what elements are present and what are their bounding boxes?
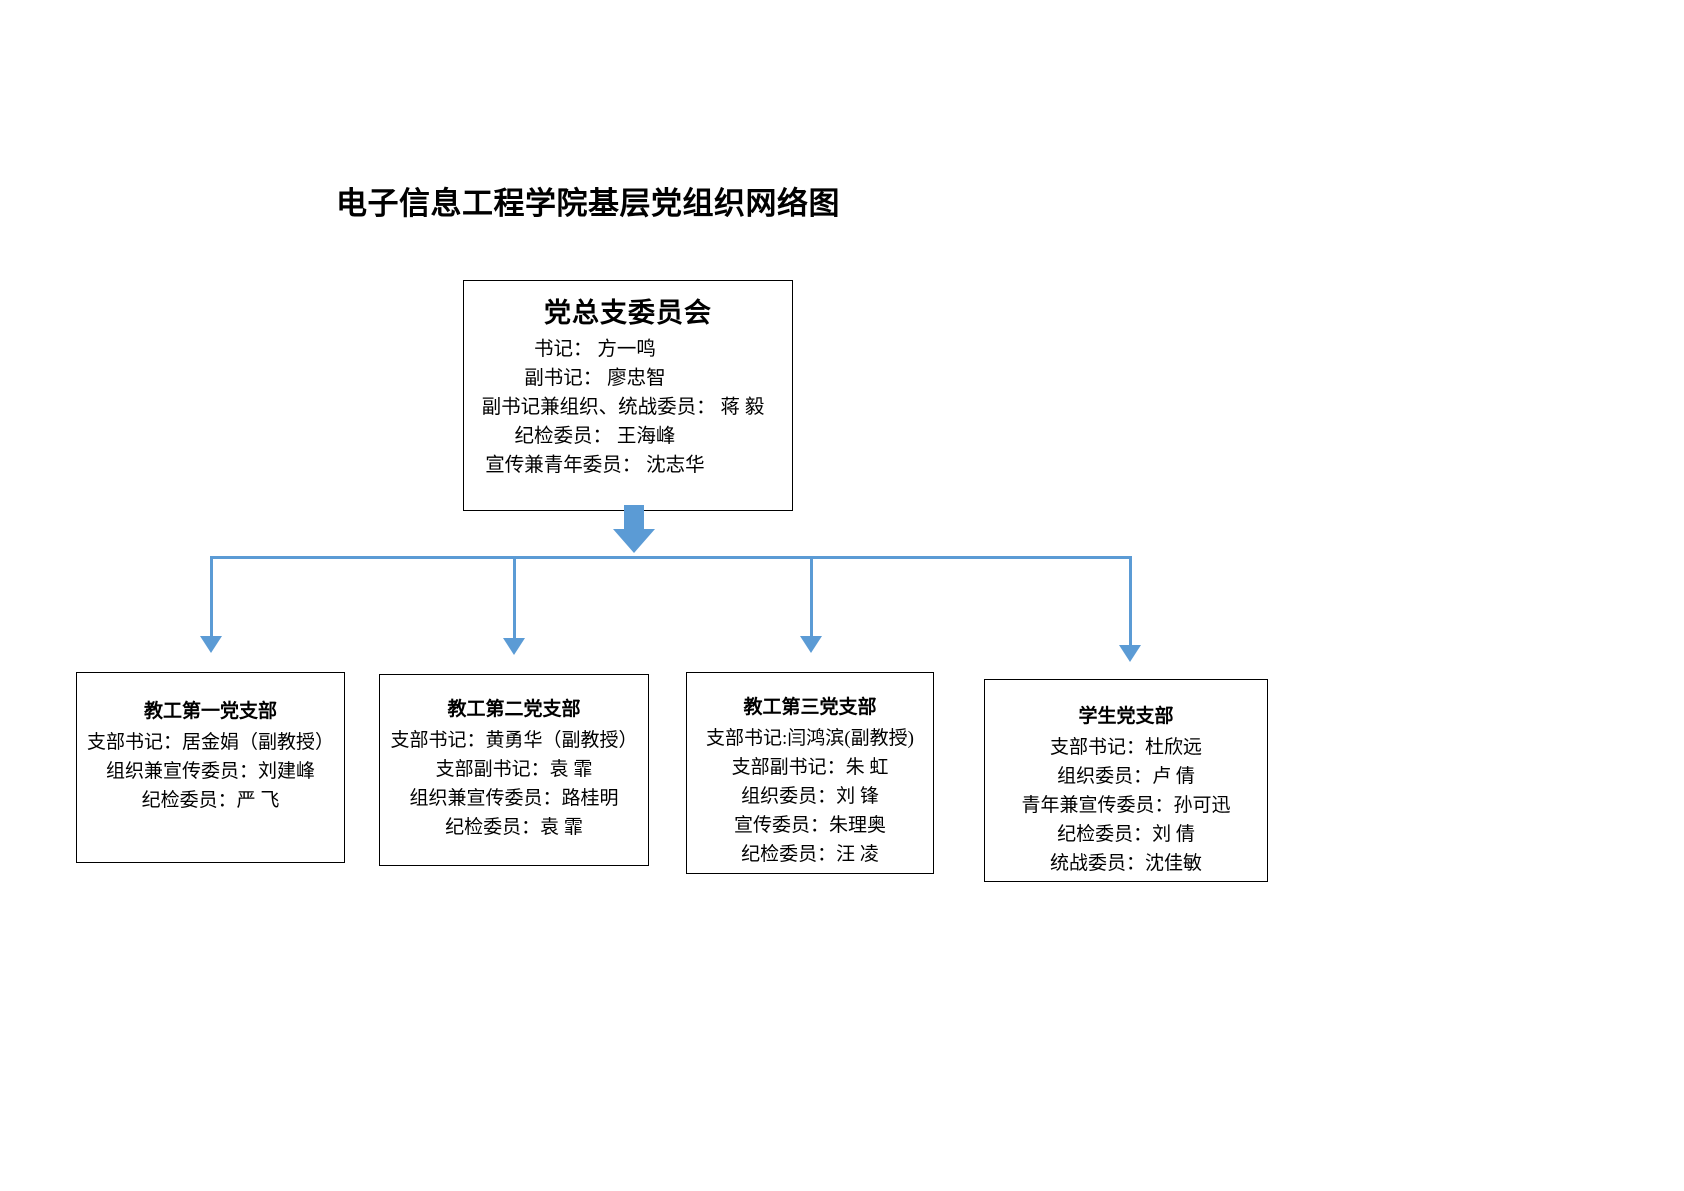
node-faculty-branch-2[interactable]: 教工第二党支部 支部书记：黄勇华（副教授） 支部副书记：袁 霏 组织兼宣传委员：… — [379, 674, 649, 866]
horizontal-bus-connector — [210, 556, 1131, 559]
node-line-deputy-secretary: 副书记： 廖忠智 — [524, 368, 666, 389]
drop-connector-1 — [210, 556, 213, 639]
node-line: 组织委员：卢 倩 — [1057, 766, 1195, 787]
drop-arrow-icon-2 — [503, 638, 525, 655]
drop-arrow-icon-4 — [1119, 645, 1141, 662]
node-line: 支部书记:闫鸿滨(副教授) — [706, 728, 914, 749]
node-line: 支部书记：黄勇华（副教授） — [390, 730, 638, 751]
node-line-discipline-member: 纪检委员： 王海峰 — [514, 426, 676, 447]
node-title: 党总支委员会 — [544, 298, 712, 328]
node-party-general-branch-committee[interactable]: 党总支委员会 书记： 方一鸣 副书记： 廖忠智 副书记兼组织、统战委员： 蒋 毅… — [463, 280, 793, 511]
arrow-head — [613, 529, 655, 553]
node-line: 支部书记：杜欣远 — [1049, 737, 1202, 758]
node-line: 纪检委员：袁 霏 — [445, 817, 583, 838]
drop-arrow-icon-3 — [800, 636, 822, 653]
node-line: 纪检委员：严 飞 — [141, 790, 280, 811]
page-title: 电子信息工程学院基层党组织网络图 — [336, 186, 840, 222]
node-line: 统战委员：沈佳敏 — [1049, 853, 1202, 874]
drop-connector-2 — [513, 556, 516, 641]
node-line: 组织委员：刘 锋 — [741, 786, 879, 807]
node-line: 纪检委员：汪 凌 — [741, 844, 879, 865]
node-line-secretary: 书记： 方一鸣 — [534, 339, 656, 360]
node-line: 支部书记：居金娟（副教授） — [86, 732, 334, 753]
arrow-shaft — [624, 505, 644, 531]
node-line: 纪检委员：刘 倩 — [1057, 824, 1195, 845]
drop-connector-4 — [1129, 556, 1132, 646]
node-title: 教工第三党支部 — [743, 696, 877, 718]
drop-arrow-icon-1 — [200, 636, 222, 653]
node-line: 宣传委员：朱理奥 — [733, 815, 886, 836]
node-line: 组织兼宣传委员：路桂明 — [409, 788, 619, 809]
drop-connector-3 — [810, 556, 813, 639]
node-line-publicity-youth-member: 宣传兼青年委员： 沈志华 — [485, 455, 705, 476]
node-faculty-branch-1[interactable]: 教工第一党支部 支部书记：居金娟（副教授） 组织兼宣传委员：刘建峰 纪检委员：严… — [76, 672, 345, 863]
node-line: 青年兼宣传委员：孙可迅 — [1021, 795, 1231, 816]
node-title: 学生党支部 — [1078, 705, 1174, 727]
node-title: 教工第二党支部 — [447, 698, 581, 720]
down-arrow-icon — [613, 505, 655, 553]
node-student-branch[interactable]: 学生党支部 支部书记：杜欣远 组织委员：卢 倩 青年兼宣传委员：孙可迅 纪检委员… — [984, 679, 1268, 882]
node-line: 组织兼宣传委员：刘建峰 — [105, 761, 315, 782]
node-line: 支部副书记：袁 霏 — [435, 759, 593, 780]
node-line-deputy-secretary-org-united-front: 副书记兼组织、统战委员： 蒋 毅 — [481, 397, 765, 418]
node-title: 教工第一党支部 — [143, 700, 277, 722]
node-line: 支部副书记：朱 虹 — [731, 757, 889, 778]
node-faculty-branch-3[interactable]: 教工第三党支部 支部书记:闫鸿滨(副教授) 支部副书记：朱 虹 组织委员：刘 锋… — [686, 672, 934, 874]
